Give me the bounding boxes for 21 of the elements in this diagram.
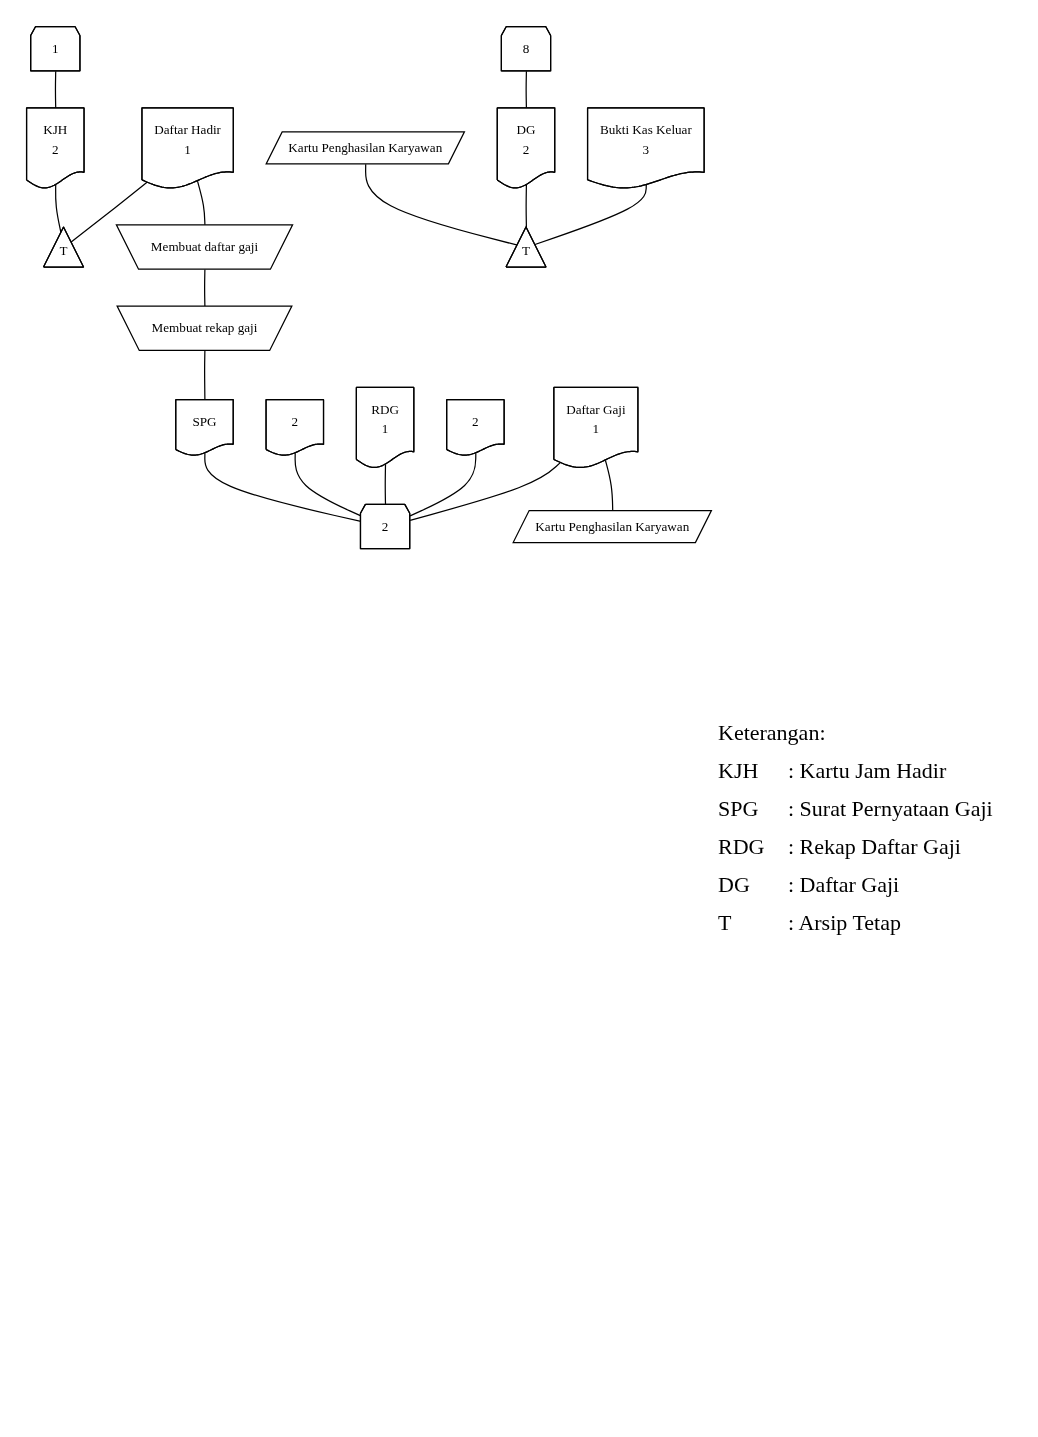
- connector: [525, 184, 528, 228]
- abbreviation-text: DG: [718, 872, 751, 898]
- connector: [204, 452, 362, 522]
- definition-text: : Surat Pernyataan Gaji: [788, 796, 994, 822]
- definition-text: : Daftar Gaji: [788, 872, 901, 898]
- connector: [55, 184, 62, 234]
- abbreviation-text: SPG: [718, 796, 760, 822]
- legend-heading: Keterangan:: [718, 720, 827, 746]
- connector: [409, 462, 561, 521]
- connector: [70, 181, 148, 243]
- definition-text: : Rekap Daftar Gaji: [788, 834, 962, 860]
- connector: [534, 184, 647, 246]
- connector: [409, 452, 477, 517]
- connector: [294, 452, 362, 517]
- abbreviation-text: RDG: [718, 834, 766, 860]
- abbreviation-text: KJH: [718, 758, 760, 784]
- connector: [365, 163, 519, 246]
- abbreviation-text: T: [718, 910, 733, 936]
- definition-text: : Kartu Jam Hadir: [788, 758, 948, 784]
- definition-text: : Arsip Tetap: [788, 910, 902, 936]
- connector: [384, 463, 387, 506]
